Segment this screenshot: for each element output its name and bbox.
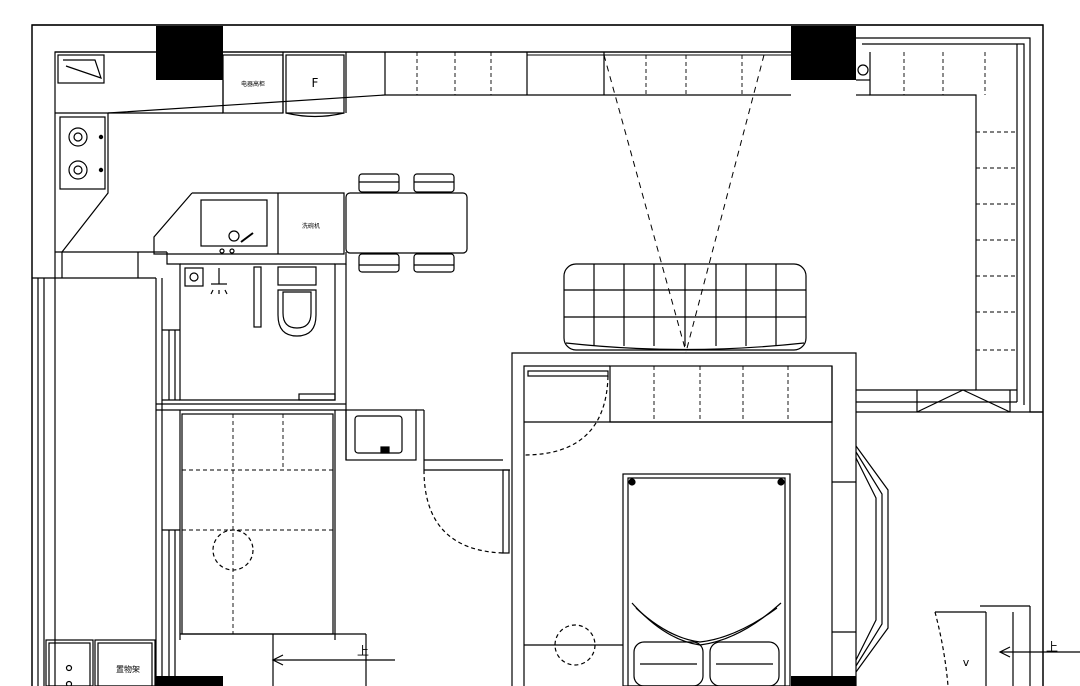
- column-top-right: [791, 26, 856, 80]
- dining-table: [345, 192, 468, 254]
- glass-partition: [253, 266, 262, 328]
- bathroom-door-sill: [298, 393, 336, 401]
- column-top-left: [156, 26, 223, 80]
- bed: [622, 473, 791, 686]
- basin-faucet: [380, 446, 390, 454]
- wash-basin: [354, 415, 403, 454]
- pillow: [709, 641, 780, 686]
- washer-knob-icon: [65, 680, 73, 686]
- sink-drain-icon: [228, 230, 240, 242]
- interior-walls: [156, 264, 510, 640]
- stair-up-label-left: 上: [357, 644, 369, 658]
- stair-arrow-left: [271, 654, 284, 666]
- dining-chair: [358, 253, 400, 273]
- appliance-tall-cabinet: [222, 54, 284, 114]
- fridge-label: F: [312, 76, 319, 90]
- column-bottom-left: [156, 676, 223, 686]
- appliance-cabinet-label: 电器高柜: [241, 80, 265, 88]
- shower-valve: [184, 267, 204, 287]
- door-swing-left: [423, 469, 504, 554]
- washer-knob-icon: [65, 664, 73, 672]
- corner-appliance: [57, 54, 105, 84]
- storage-room: [180, 413, 395, 686]
- entry-arrow-mark: v: [963, 656, 970, 669]
- dining-set: [345, 173, 468, 273]
- shelf-label: 置物架: [116, 664, 140, 674]
- bathroom: [166, 252, 347, 401]
- gas-hob-icon: [59, 116, 106, 190]
- entry-area: [856, 389, 1080, 686]
- washing-machines: [45, 639, 156, 686]
- toilet: [277, 266, 317, 337]
- exterior-walls: [31, 24, 1044, 686]
- island-sink: [200, 199, 268, 247]
- shower-head-icon: [210, 268, 228, 295]
- wash-basin-cabinet: [345, 409, 417, 461]
- structural-columns: [156, 26, 856, 686]
- pillow: [633, 641, 704, 686]
- ceiling-light-icon: [212, 529, 254, 571]
- fridge: [285, 54, 345, 118]
- door-panel: [502, 469, 510, 554]
- upper-cabinet-divisions: [416, 52, 1017, 351]
- stair-up-label-right: 上: [1046, 640, 1058, 654]
- corner-drain-icon: [857, 64, 869, 76]
- window-sash: [916, 389, 1011, 413]
- door-swing-entry: [934, 611, 949, 686]
- kitchen-island: [153, 192, 345, 255]
- kitchen-counter: [55, 44, 1018, 403]
- stair-arrow-right: [998, 646, 1011, 658]
- bedroom-wardrobe: [609, 365, 833, 423]
- column-bottom-mid: [791, 676, 856, 686]
- dining-chair: [413, 173, 455, 193]
- sofa: [563, 263, 807, 351]
- tv-sightlines: [603, 54, 765, 353]
- door-swing-bedroom: [523, 375, 609, 456]
- dining-chair: [358, 173, 400, 193]
- bay-window: [832, 445, 889, 673]
- dishwasher-label: 洗碗机: [302, 222, 320, 230]
- bedroom-door-panel: [527, 370, 609, 377]
- bedroom: [511, 352, 857, 686]
- dining-chair: [413, 253, 455, 273]
- left-balcony: [32, 277, 180, 686]
